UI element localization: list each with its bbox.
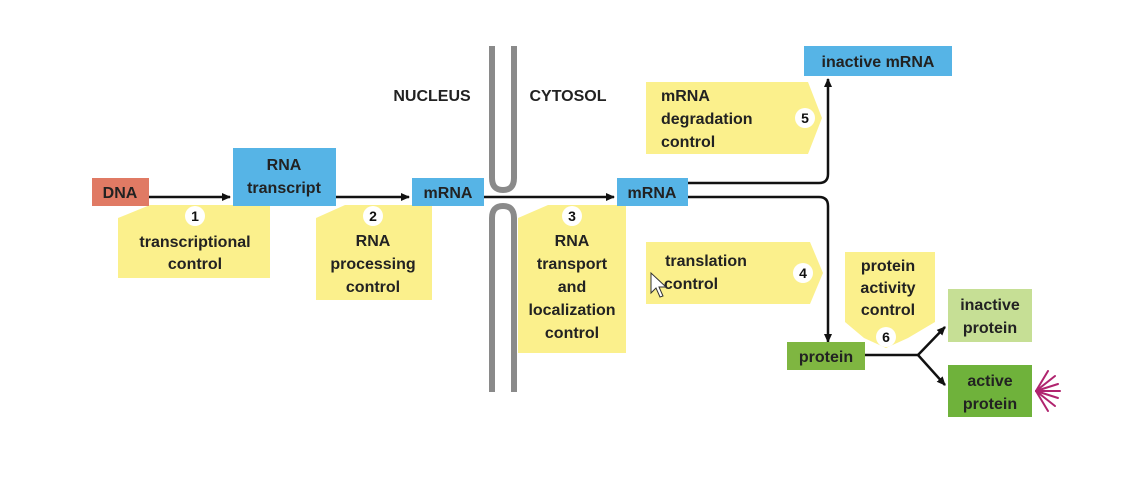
control-box-1: 1 transcriptional control [118, 205, 270, 278]
control-box-5: 5 mRNA degradation control [646, 82, 822, 154]
dna-label: DNA [103, 185, 138, 202]
control-number-5-text: 5 [801, 110, 809, 126]
inactive-protein-line-2: protein [963, 320, 1017, 337]
control-4-line-2: control [664, 276, 718, 293]
control-6-line-1: protein [861, 258, 915, 275]
mrna-nucleus-label: mRNA [424, 185, 473, 202]
control-2-line-1: RNA [356, 233, 391, 250]
active-protein-box: active protein [948, 365, 1032, 417]
control-1-line-2: control [168, 256, 222, 273]
protein-box: protein [787, 342, 865, 370]
control-number-4 [793, 263, 813, 283]
control-3-line-3: and [558, 279, 586, 296]
control-number-2 [363, 206, 383, 226]
dna-box: DNA [92, 178, 149, 206]
control-2-line-3: control [346, 279, 400, 296]
control-6-line-2: activity [860, 280, 915, 297]
control-number-1-text: 1 [191, 208, 199, 224]
protein-label: protein [799, 349, 853, 366]
control-3-line-4: localization [528, 302, 615, 319]
mrna-nucleus-box: mRNA [412, 178, 484, 206]
pathway-arrows [149, 78, 946, 386]
rna-transcript-box: RNA transcript [233, 148, 336, 206]
activity-burst-icon [1035, 370, 1061, 412]
control-box-6: protein activity control 6 [845, 252, 935, 348]
control-number-3 [562, 206, 582, 226]
control-3-line-2: transport [537, 256, 608, 273]
active-protein-line-2: protein [963, 396, 1017, 413]
control-1-line-1: transcriptional [139, 234, 250, 251]
rna-transcript-line-1: RNA [267, 157, 302, 174]
nucleus-label: NUCLEUS [393, 88, 471, 105]
mrna-cytosol-label: mRNA [628, 185, 677, 202]
inactive-protein-box: inactive protein [948, 289, 1032, 342]
control-number-3-text: 3 [568, 208, 576, 224]
control-5-line-3: control [661, 134, 715, 151]
control-2-line-2: processing [330, 256, 415, 273]
mrna-cytosol-box: mRNA [617, 178, 688, 206]
cytosol-label: CYTOSOL [529, 88, 606, 105]
inactive-mrna-label: inactive mRNA [822, 54, 935, 71]
control-4-line-1: translation [665, 253, 747, 270]
control-box-3: 3 RNA transport and localization control [518, 205, 626, 353]
arrow-to-active-protein [917, 354, 946, 386]
control-number-4-text: 4 [799, 265, 807, 281]
inactive-mrna-box: inactive mRNA [804, 46, 952, 76]
control-box-4: 4 translation control [646, 242, 823, 304]
control-number-5 [795, 108, 815, 128]
control-number-6-text: 6 [882, 329, 890, 345]
control-5-line-1: mRNA [661, 88, 710, 105]
control-3-line-5: control [545, 325, 599, 342]
control-5-line-2: degradation [661, 111, 753, 128]
control-number-1 [185, 206, 205, 226]
arrow-to-inactive-protein [917, 326, 946, 356]
control-3-line-1: RNA [555, 233, 590, 250]
mouse-cursor-icon [650, 271, 668, 298]
control-6-line-3: control [861, 302, 915, 319]
arrow-mrna-to-protein [688, 195, 832, 343]
arrow-mrna-to-inactive-mrna [688, 78, 832, 185]
inactive-protein-line-1: inactive [960, 297, 1020, 314]
control-number-2-text: 2 [369, 208, 377, 224]
rna-transcript-line-2: transcript [247, 180, 321, 197]
control-number-6 [876, 327, 896, 347]
active-protein-line-1: active [967, 373, 1012, 390]
nuclear-envelope [489, 46, 517, 392]
control-box-2: 2 RNA processing control [316, 205, 432, 300]
